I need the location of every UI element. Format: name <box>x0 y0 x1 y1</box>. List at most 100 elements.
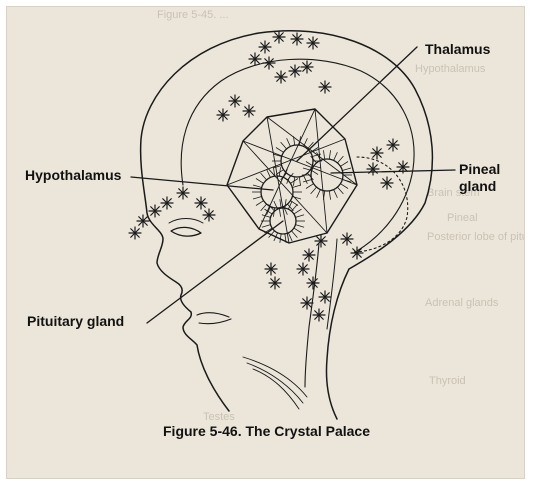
ray <box>255 178 264 184</box>
ray <box>303 175 308 184</box>
ray <box>316 189 321 198</box>
star-burst <box>228 94 242 108</box>
ray <box>291 204 298 212</box>
ray <box>310 186 317 195</box>
ray <box>307 141 314 150</box>
star-burst <box>264 262 278 276</box>
ray <box>272 153 282 157</box>
ray <box>323 150 326 160</box>
star-burst <box>290 32 304 46</box>
ray <box>283 206 288 215</box>
bleed-heading: Figure 5-45. ... <box>157 9 229 21</box>
bleed-text-6: Thyroid <box>429 375 466 387</box>
ray <box>260 203 267 212</box>
star-burst <box>340 232 354 246</box>
leader-thalamus <box>296 46 418 162</box>
ray <box>291 230 298 238</box>
ray <box>310 169 319 175</box>
ray <box>288 200 293 210</box>
bleed-text-7: Testes <box>203 411 235 423</box>
ray <box>261 224 271 228</box>
ray <box>266 206 271 215</box>
star-burst <box>396 160 410 174</box>
leader-hypothalamus <box>130 176 274 191</box>
star-burst <box>202 208 216 222</box>
ray <box>310 155 317 164</box>
bleed-text-1: Hypothalamus <box>415 63 486 75</box>
ray <box>340 183 349 189</box>
ray <box>268 230 275 238</box>
ray <box>312 165 322 169</box>
ray <box>295 214 305 218</box>
star-burst <box>128 226 142 240</box>
eye <box>170 226 202 237</box>
head-outline <box>139 29 434 420</box>
label-gland: gland <box>459 178 497 194</box>
star-burst <box>268 276 282 290</box>
label-hypothalamus: Hypothalamus <box>25 167 122 183</box>
cerebellum-dotted <box>351 156 409 253</box>
figure-caption: Figure 5-46. The Crystal Palace <box>163 423 370 439</box>
label-pituitary: Pituitary gland <box>27 313 125 329</box>
ray <box>292 184 302 188</box>
ray <box>328 190 331 200</box>
star-burst <box>136 214 150 228</box>
ray <box>273 232 278 242</box>
ray <box>333 152 338 161</box>
ray <box>316 152 321 161</box>
star-burst <box>380 176 394 190</box>
ray <box>278 167 281 177</box>
ray <box>260 172 267 181</box>
ray <box>302 179 312 183</box>
star-burst <box>366 162 380 176</box>
star-burst <box>148 204 162 218</box>
ray <box>272 165 282 169</box>
ray <box>298 176 301 186</box>
ray <box>264 208 273 215</box>
ray <box>287 172 294 181</box>
ray <box>293 208 302 215</box>
leader-pituitary <box>146 220 284 324</box>
ray <box>283 169 288 178</box>
leader-pineal <box>330 169 456 174</box>
star-burst <box>302 248 316 262</box>
ray <box>280 141 287 150</box>
ray <box>268 204 275 212</box>
ray <box>273 207 276 217</box>
ray <box>255 200 264 206</box>
star-burst <box>242 104 256 118</box>
ray <box>292 196 302 200</box>
ray <box>337 186 344 195</box>
ray <box>286 138 291 147</box>
ray <box>252 196 262 200</box>
ray <box>337 155 344 164</box>
ray <box>333 189 338 198</box>
ray <box>305 183 314 189</box>
star-burst <box>306 36 320 50</box>
star-burst <box>306 276 320 290</box>
ray <box>288 232 293 242</box>
star-burst <box>194 196 208 210</box>
star-burst <box>314 234 328 248</box>
bleed-text-5: Adrenal glands <box>425 297 499 309</box>
spinal-cord <box>304 242 320 388</box>
head-illustration <box>128 29 456 420</box>
lips <box>196 312 232 325</box>
star-burst <box>370 146 384 160</box>
star-burst <box>160 196 174 210</box>
star-burst <box>216 108 230 122</box>
star-burst <box>258 40 272 54</box>
ray <box>293 227 302 234</box>
pineal-sphere <box>310 158 344 192</box>
ray <box>342 167 352 171</box>
ray <box>273 200 278 210</box>
star-burst <box>300 60 314 74</box>
ray <box>266 169 271 178</box>
star-bursts <box>128 30 410 322</box>
ray <box>252 184 262 188</box>
star-burst <box>288 64 302 78</box>
ray <box>312 153 322 157</box>
label-pineal: Pineal <box>459 161 501 177</box>
energy-rays <box>252 136 352 243</box>
star-burst <box>386 138 400 152</box>
